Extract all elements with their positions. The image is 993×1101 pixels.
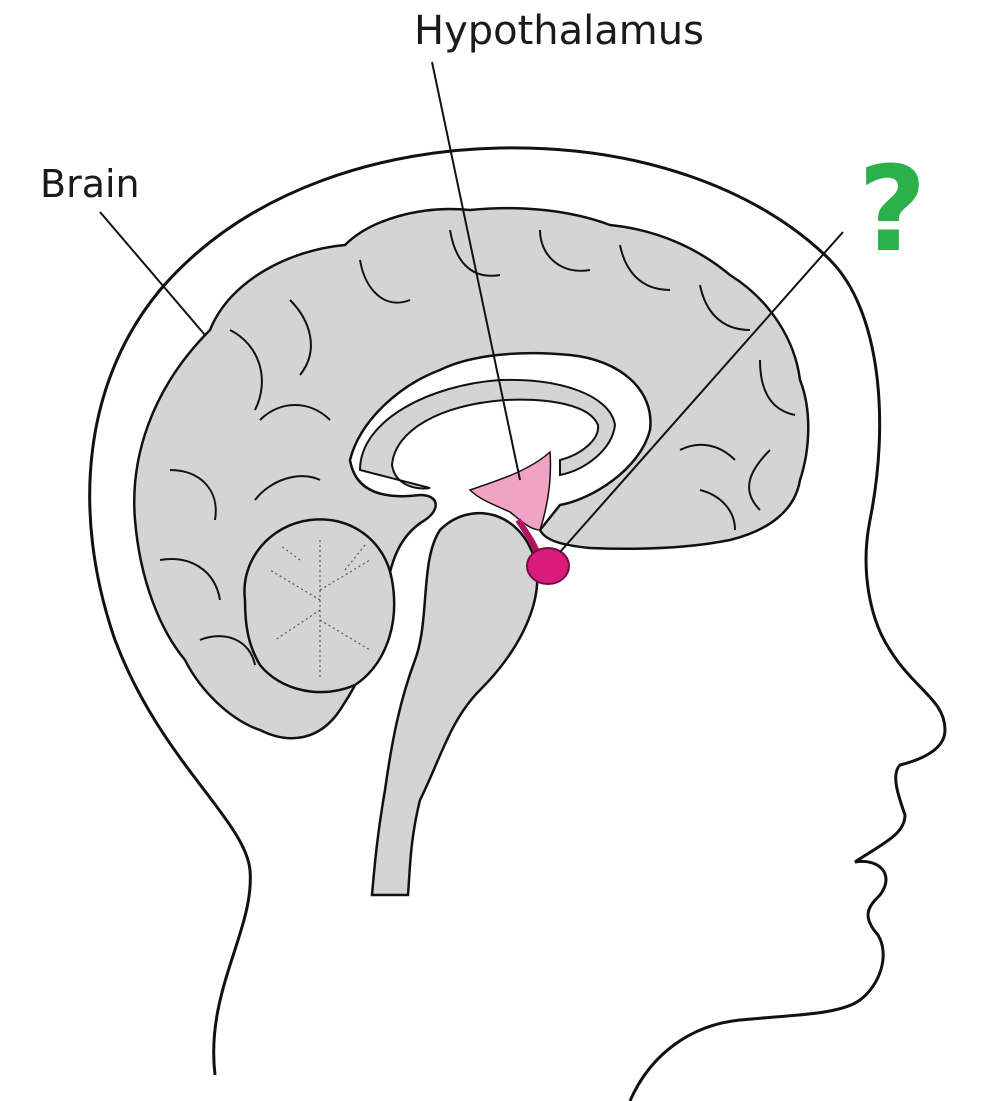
pituitary-gland (526, 547, 570, 585)
head-outline (88, 146, 947, 1101)
hypothalamus-region (468, 450, 552, 531)
cerebral-folds (159, 229, 796, 666)
brain-label: Brain (40, 162, 140, 206)
cerebellum (243, 518, 396, 694)
hypothalamus-label: Hypothalamus (414, 8, 704, 54)
question-mark-label: ? (858, 140, 927, 278)
unknown-leader-line (559, 231, 844, 553)
corpus-callosum (358, 378, 617, 490)
brain-stem (370, 511, 539, 897)
hypothalamus-leader-line (431, 61, 521, 481)
brain-leader-line (99, 211, 206, 336)
